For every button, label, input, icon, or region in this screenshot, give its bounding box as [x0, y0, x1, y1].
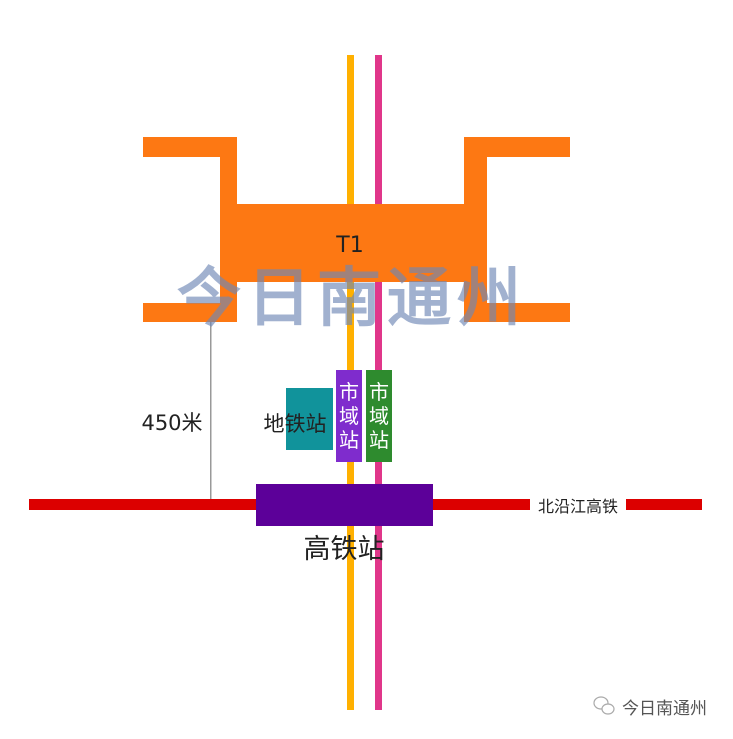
city-station-1-char: 市	[339, 380, 359, 404]
city-station-1-char: 域	[339, 404, 359, 428]
distance-line	[210, 322, 212, 499]
city-station-2-block	[366, 370, 392, 462]
distance-label: 450米	[141, 411, 202, 435]
hsr-station-label: 高铁站	[304, 534, 385, 565]
wechat-icon	[593, 696, 615, 715]
city-station-2-char: 域	[369, 404, 389, 428]
city-station-1-block	[336, 370, 362, 462]
railway-label: 北沿江高铁	[538, 497, 618, 516]
city-station-2-char: 站	[369, 428, 389, 452]
watermark: 今日南通州	[177, 262, 527, 336]
city-station-1-char: 站	[339, 428, 359, 452]
metro-station-label: 地铁站	[264, 412, 327, 436]
city-station-2-char: 市	[369, 380, 389, 404]
terminal-t1	[143, 137, 570, 322]
metro-station-block	[286, 388, 333, 450]
hsr-station-block	[256, 484, 433, 526]
footer-account-name: 今日南通州	[622, 699, 707, 719]
terminal-label: T1	[335, 233, 363, 258]
railway-label-bg	[530, 494, 626, 516]
